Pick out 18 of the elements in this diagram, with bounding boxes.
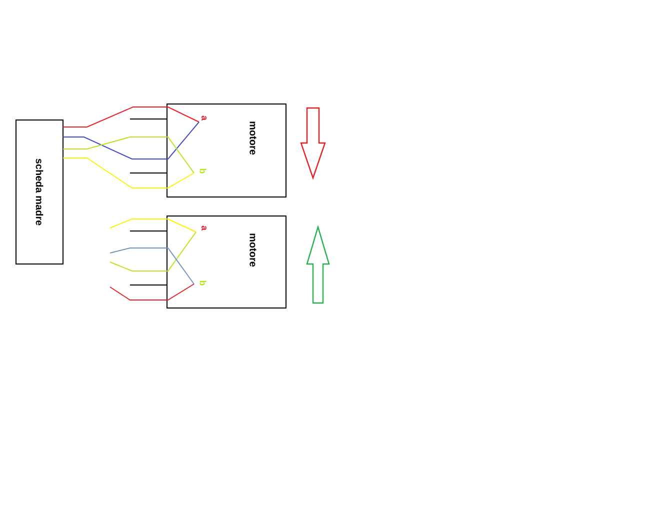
terminal-label: a <box>202 226 206 231</box>
board-box <box>16 120 64 264</box>
motor-box <box>166 216 286 308</box>
wire <box>110 232 196 272</box>
terminal-label: a <box>202 116 206 121</box>
box-title: scheda madre <box>36 158 44 226</box>
terminal-label: b <box>200 280 206 286</box>
box-title: motore <box>250 122 256 155</box>
wire <box>110 218 196 232</box>
wire <box>110 248 194 284</box>
wire <box>62 158 194 188</box>
wire <box>62 136 194 174</box>
wire <box>110 284 194 300</box>
wire <box>62 106 200 128</box>
motor-box <box>166 104 286 198</box>
wire <box>62 122 200 160</box>
terminal-label: b <box>200 168 206 174</box>
box-title: motore <box>250 234 256 267</box>
